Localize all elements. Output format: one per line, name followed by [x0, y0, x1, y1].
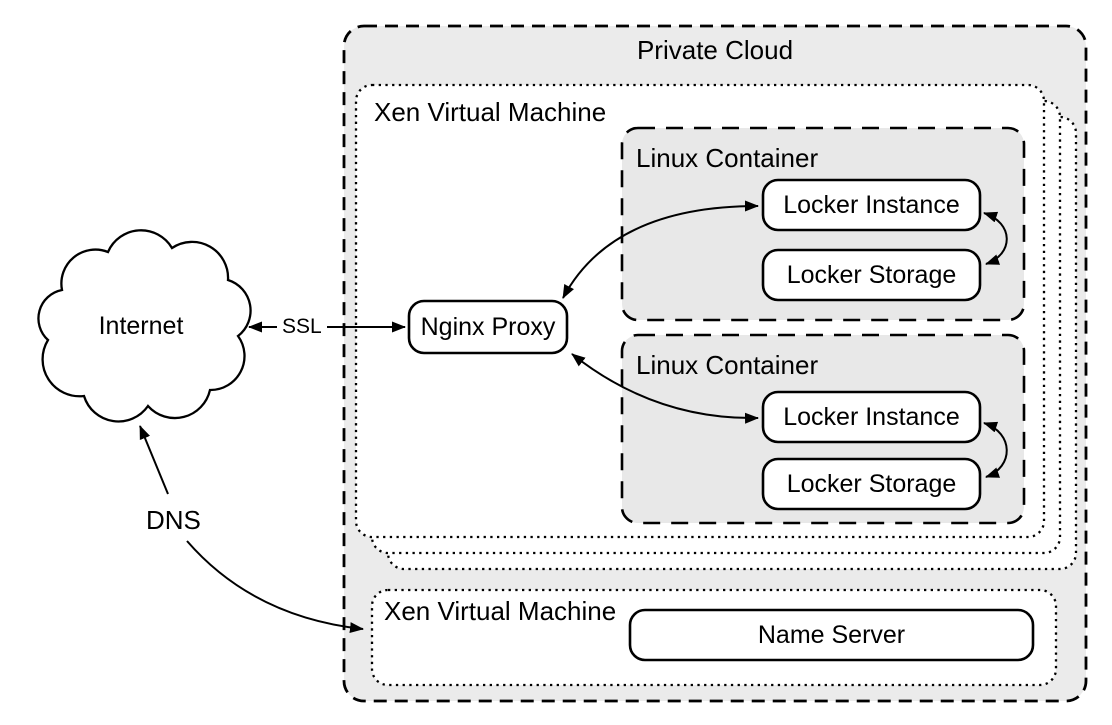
internet-cloud-shape [37, 229, 252, 423]
internet-label: Internet [98, 311, 184, 340]
locker-storage-1-label: Locker Storage [786, 260, 957, 289]
nginx-proxy-node [407, 299, 569, 355]
locker-storage-2-label: Locker Storage [786, 469, 957, 498]
private-cloud-label: Private Cloud [636, 35, 794, 65]
nginx-proxy-label: Nginx Proxy [420, 312, 556, 341]
instance1-storage1-arrow [983, 211, 1008, 265]
dns-label: DNS [146, 505, 201, 535]
locker-instance-2-node [761, 390, 982, 444]
dns-to-nameserver-arrow [186, 540, 364, 634]
locker-storage-1-node [761, 248, 982, 302]
instance2-storage2-arrow [983, 421, 1008, 478]
proxy-to-container2-arrow [571, 353, 759, 424]
locker-instance-1-node [761, 178, 982, 232]
dns-to-internet-arrow [139, 425, 169, 495]
xen-vm-dns-label: Xen Virtual Machine [384, 596, 617, 626]
name-server-label: Name Server [757, 620, 906, 649]
linux-container-1-label: Linux Container [636, 143, 819, 173]
locker-storage-2-node [761, 457, 982, 511]
name-server-node [628, 608, 1035, 662]
proxy-to-container1-arrow [562, 200, 759, 299]
locker-instance-1-label: Locker Instance [783, 190, 960, 219]
xen-vm-app-label: Xen Virtual Machine [374, 97, 607, 127]
linux-container-2-label: Linux Container [636, 350, 819, 380]
locker-instance-2-label: Locker Instance [783, 402, 960, 431]
ssl-label: SSL [277, 314, 327, 340]
